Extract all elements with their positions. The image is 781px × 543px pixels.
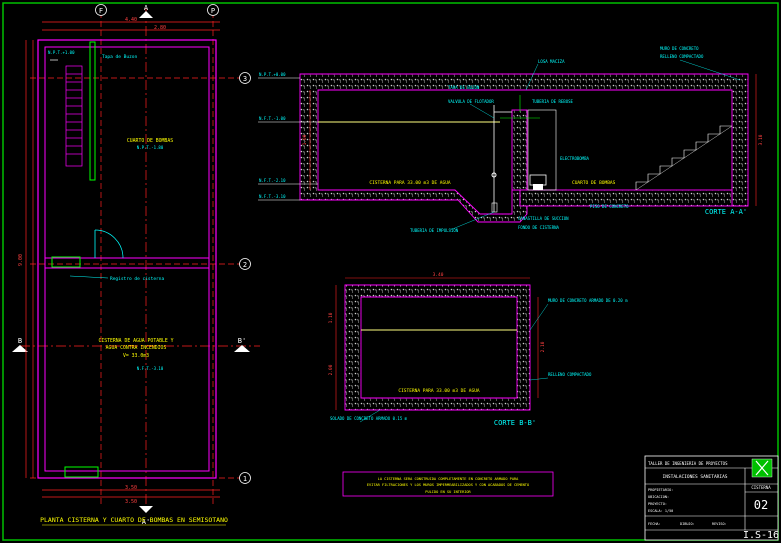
svg-text:F: F xyxy=(99,7,103,15)
section-a-label-relleno: RELLENO COMPACTADO xyxy=(660,54,704,59)
section-a-label-muro: MURO DE CONCRETO xyxy=(660,46,699,51)
general-note: LA CISTERNA SERA CONSTRUIDA COMPLETAMENT… xyxy=(342,471,554,497)
plan-dim-top-2: 2.80 xyxy=(154,25,166,31)
section-b-view: 3.40 1.10 2.00 2.10 CISTERNA PARA 33.00 … xyxy=(328,272,628,427)
section-a-label-rebose: TUBERIA DE REBOSE xyxy=(532,99,574,104)
note-line-1: LA CISTERNA SERA CONSTRUIDA COMPLETAMENT… xyxy=(378,477,519,481)
plan-dim-bottom: 3.50 xyxy=(125,485,137,491)
titleblock-code: I.S-16 xyxy=(743,530,779,541)
section-a-dim-right: 3.10 xyxy=(758,134,764,145)
section-a-level-4: N.F.T.-3.10 xyxy=(259,194,286,199)
axis-bubble-3: 3 xyxy=(239,72,251,84)
section-a-view: N.P.T.+0.00 N.F.T.-1.00 N.F.T.-2.10 N.F.… xyxy=(258,46,764,233)
door-swing xyxy=(94,229,124,259)
svg-text:B': B' xyxy=(238,337,246,345)
svg-text:1: 1 xyxy=(243,475,247,483)
plan-hatch-label: Tapa de Buzon xyxy=(102,54,138,60)
section-b-dim-right: 2.10 xyxy=(540,341,546,352)
titleblock-info-2: UBICACION: xyxy=(648,495,669,499)
section-b-dim-left-1: 1.10 xyxy=(328,312,334,323)
section-b-label-solado: SOLADO DE CONCRETO ARMADO 0.15 m xyxy=(330,416,408,421)
section-a-label-losa: LOSA MACIZA xyxy=(538,59,565,64)
svg-text:A: A xyxy=(144,4,149,12)
section-a-label-fondo: FONDO DE CISTERNA xyxy=(518,225,560,230)
section-a-label-cuarto: CUARTO DE BOMBAS xyxy=(572,180,616,186)
section-a-label-impulsion: TUBERIA DE IMPULSION xyxy=(410,228,459,233)
plan-room-name: CUARTO DE BOMBAS xyxy=(127,138,173,144)
titleblock-footer-1: FECHA: xyxy=(648,522,661,526)
section-a-label-piso: PISO DE CONCRETO xyxy=(590,204,629,209)
svg-text:A': A' xyxy=(142,518,150,526)
section-marker-a-top: A xyxy=(139,4,153,18)
plan-view: F P 3 2 1 A A' B xyxy=(12,4,260,526)
plan-level-top: N.P.T.+1.00 xyxy=(48,50,75,55)
plan-cistern-name-2: AGUA CONTRA INCENDIOS xyxy=(106,345,167,351)
section-a-dim-left: 1.00 xyxy=(302,134,308,145)
section-a-label-bombas: ELECTROBOMBA xyxy=(560,156,589,161)
axis-bubble-1: 1 xyxy=(239,472,251,484)
section-b-label-muro: MURO DE CONCRETO ARMADO DE 0.20 m xyxy=(548,298,628,303)
titleblock-footer-2: DIBUJO: xyxy=(680,522,695,526)
section-b-label-relleno: RELLENO COMPACTADO xyxy=(548,372,592,377)
titleblock-info-4: ESCALA: 1/50 xyxy=(648,509,673,513)
section-a-label-succion: CANASTILLA DE SUCCION xyxy=(518,216,569,221)
note-line-2: EVITAR FILTRACIONES Y LOS MUROS IMPERMEA… xyxy=(367,483,529,487)
titleblock-info-3: PROYECTO: xyxy=(648,502,667,506)
titleblock-header: TALLER DE INGENIERIA DE PROYECTOS xyxy=(648,461,728,466)
plan-register-label: Registro de cisterna xyxy=(110,276,164,282)
svg-text:P: P xyxy=(211,7,215,15)
plan-cistern-level: N.F.T.-3.10 xyxy=(137,366,164,371)
section-marker-a-bottom: A' xyxy=(139,506,153,526)
section-a-level-1: N.P.T.+0.00 xyxy=(259,72,286,77)
section-b-dim-top: 3.40 xyxy=(433,272,444,278)
plan-title: PLANTA CISTERNA Y CUARTO DE BOMBAS EN SE… xyxy=(40,516,228,524)
section-a-level-3: N.F.T.-2.10 xyxy=(259,178,286,183)
section-a-title: CORTE A-A' xyxy=(705,208,747,216)
plan-cistern-name-1: CISTERNA DE AGUA POTABLE Y xyxy=(98,338,173,344)
section-a-label-valvula: VALVULA DE FLOTADOR xyxy=(448,99,494,104)
section-b-label-cisterna: CISTERNA PARA 33.00 m3 DE AGUA xyxy=(398,388,480,394)
plan-stairs xyxy=(65,65,83,167)
section-b-title: CORTE B-B' xyxy=(494,419,536,427)
section-marker-b-left: B xyxy=(12,337,28,352)
plan-dim-bottom-2: 3.50 xyxy=(125,499,137,505)
axis-bubble-p: P xyxy=(207,4,219,16)
titleblock-sheet-no: 02 xyxy=(754,498,768,512)
note-line-3: PULIDO EN SU INTERIOR xyxy=(425,490,471,494)
plan-dim-left: 9.00 xyxy=(18,254,24,266)
section-marker-b-right: B' xyxy=(234,337,250,352)
plan-room-level: N.P.T.-1.80 xyxy=(137,145,164,150)
plan-dim-top: 4.40 xyxy=(125,17,137,23)
section-a-label-tapa: TAPA DE BUZON xyxy=(448,85,480,90)
axis-bubble-2: 2 xyxy=(239,258,251,270)
plan-cistern-volume: V= 33.0m3 xyxy=(123,353,149,359)
titleblock-footer-3: REVISO: xyxy=(712,522,727,526)
svg-text:B: B xyxy=(18,337,22,345)
section-a-label-cisterna: CISTERNA PARA 33.00 m3 DE AGUA xyxy=(369,180,451,186)
svg-text:3: 3 xyxy=(243,75,247,83)
axis-bubble-f: F xyxy=(95,4,107,16)
titleblock-sheet-name: CISTERNA xyxy=(751,485,771,490)
title-block: TALLER DE INGENIERIA DE PROYECTOS INSTAL… xyxy=(644,455,779,541)
section-a-level-2: N.F.T.-1.00 xyxy=(259,116,286,121)
section-b-dim-left-2: 2.00 xyxy=(328,364,334,375)
svg-text:2: 2 xyxy=(243,261,247,269)
titleblock-project: INSTALACIONES SANITARIAS xyxy=(662,474,727,480)
titleblock-info-1: PROPIETARIO: xyxy=(648,488,673,492)
